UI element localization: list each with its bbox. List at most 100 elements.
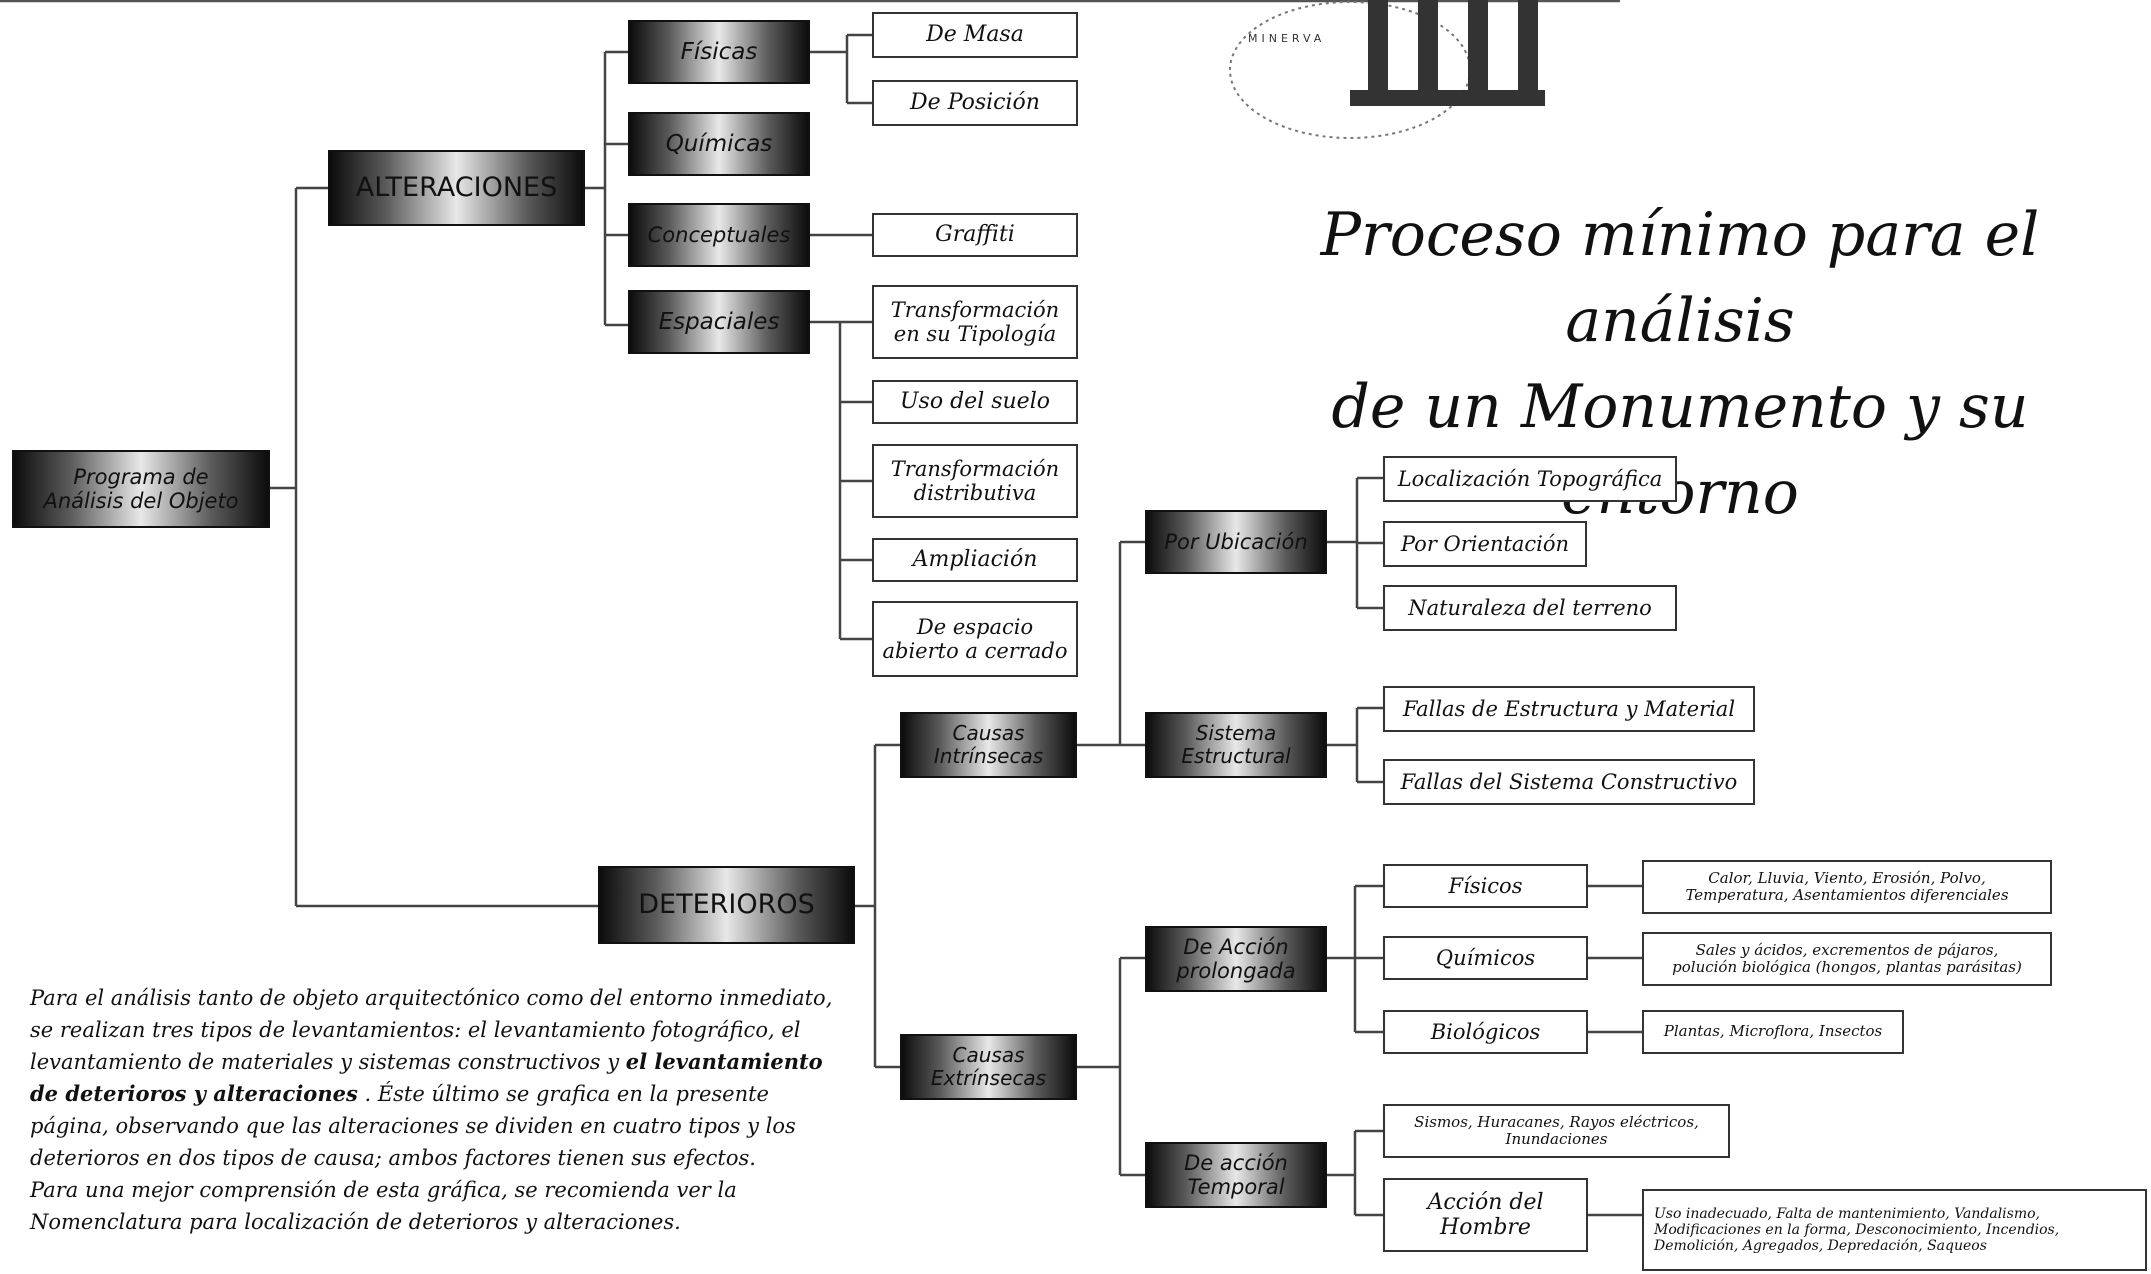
node-programa-analisis: Programa de Análisis del Objeto xyxy=(12,450,270,528)
node-label: ALTERACIONES xyxy=(355,172,558,204)
node-label: De acción xyxy=(1184,1150,1288,1175)
node-label: Causas xyxy=(952,1043,1025,1067)
node-transformacion-tipologia: Transformación en su Tipología xyxy=(872,285,1078,359)
node-label: Estructural xyxy=(1181,744,1291,768)
paragraph-line: Nomenclatura para localización de deteri… xyxy=(30,1210,681,1234)
node-quimicos: Químicos xyxy=(1383,936,1588,980)
node-graffiti: Graffiti xyxy=(872,213,1078,257)
node-label: Causas xyxy=(952,721,1025,745)
node-alteraciones: ALTERACIONES xyxy=(328,150,585,226)
node-label: Sismos, Huracanes, Rayos eléctricos, xyxy=(1414,1112,1699,1131)
diagram-title: Proceso mínimo para el análisis de un Mo… xyxy=(1215,192,2145,536)
node-label: Naturaleza del terreno xyxy=(1408,595,1652,620)
node-de-masa: De Masa xyxy=(872,12,1078,58)
node-label: en su Tipología xyxy=(893,322,1057,346)
node-ampliacion: Ampliación xyxy=(872,538,1078,582)
node-label: Inundaciones xyxy=(1505,1130,1608,1148)
node-deterioros: DETERIOROS xyxy=(598,866,855,944)
node-label: Acción del xyxy=(1427,1189,1544,1215)
node-label: Extrínsecas xyxy=(930,1066,1047,1090)
paragraph-line: Para el análisis tanto de objeto arquite… xyxy=(30,986,833,1010)
node-label: Químicos xyxy=(1435,945,1536,970)
node-biologicos: Biológicos xyxy=(1383,1010,1588,1054)
node-label: Programa de xyxy=(73,464,209,489)
node-biologicos-detalle: Plantas, Microflora, Insectos xyxy=(1642,1010,1904,1054)
node-sistema-estructural: Sistema Estructural xyxy=(1145,712,1327,778)
node-label: Biológicos xyxy=(1430,1019,1541,1044)
node-label: Físicos xyxy=(1448,873,1523,898)
node-label: abierto a cerrado xyxy=(882,639,1068,663)
paragraph-line: de deterioros y alteraciones . Éste últi… xyxy=(30,1078,850,1110)
node-fallas-estructura-material: Fallas de Estructura y Material xyxy=(1383,686,1755,732)
paragraph-bold: de deterioros y alteraciones xyxy=(30,1081,358,1106)
node-label: Hombre xyxy=(1440,1215,1531,1240)
node-quimicas: Químicas xyxy=(628,112,810,176)
node-accion-temporal: De acción Temporal xyxy=(1145,1142,1327,1208)
node-label: Intrínsecas xyxy=(933,744,1044,768)
node-label: Calor, Lluvia, Viento, Erosión, Polvo, xyxy=(1708,868,1986,887)
node-label: prolongada xyxy=(1176,959,1296,983)
node-label: Fallas de Estructura y Material xyxy=(1402,696,1736,721)
node-sismos: Sismos, Huracanes, Rayos eléctricos, Inu… xyxy=(1383,1104,1730,1158)
node-label: Sales y ácidos, excrementos de pájaros, xyxy=(1695,940,1999,959)
node-label: DETERIOROS xyxy=(638,889,815,921)
node-naturaleza-terreno: Naturaleza del terreno xyxy=(1383,585,1677,631)
node-fisicos-detalle: Calor, Lluvia, Viento, Erosión, Polvo, T… xyxy=(1642,860,2052,914)
node-label: Conceptuales xyxy=(647,222,791,247)
node-label: distributiva xyxy=(913,481,1037,505)
node-espacio-abierto-cerrado: De espacio abierto a cerrado xyxy=(872,601,1078,677)
node-label: Demolición, Agregados, Depredación, Saqu… xyxy=(1654,1238,1987,1255)
node-causas-intrinsecas: Causas Intrínsecas xyxy=(900,712,1077,778)
node-fisicos: Físicos xyxy=(1383,864,1588,908)
node-label: Graffiti xyxy=(935,222,1015,248)
node-por-ubicacion: Por Ubicación xyxy=(1145,510,1327,574)
description-paragraph: Para el análisis tanto de objeto arquite… xyxy=(30,982,850,1238)
node-accion-prolongada: De Acción prolongada xyxy=(1145,926,1327,992)
node-fallas-sistema-constructivo: Fallas del Sistema Constructivo xyxy=(1383,759,1755,805)
paragraph-line: se realizan tres tipos de levantamientos… xyxy=(30,1018,801,1042)
minerva-logo xyxy=(1229,0,1545,139)
node-label: Ampliación xyxy=(912,547,1038,573)
node-conceptuales: Conceptuales xyxy=(628,203,810,267)
node-label: Modificaciones en la forma, Desconocimie… xyxy=(1654,1221,2060,1238)
node-label: Plantas, Microflora, Insectos xyxy=(1663,1022,1883,1041)
paragraph-line: Para una mejor comprensión de esta gráfi… xyxy=(30,1178,737,1202)
node-label: Transformación xyxy=(890,456,1060,481)
node-de-posicion: De Posición xyxy=(872,80,1078,126)
node-uso-suelo: Uso del suelo xyxy=(872,380,1078,424)
title-line-1: Proceso mínimo para el análisis xyxy=(1320,200,2040,356)
node-label: Transformación xyxy=(890,297,1060,322)
paragraph-text: . Éste último se grafica en la presente xyxy=(357,1082,769,1106)
paragraph-line: levantamiento de materiales y sistemas c… xyxy=(30,1046,850,1078)
node-fisicas: Físicas xyxy=(628,20,810,84)
node-causas-extrinsecas: Causas Extrínsecas xyxy=(900,1034,1077,1100)
paragraph-text: levantamiento de materiales y sistemas c… xyxy=(30,1050,626,1074)
node-accion-hombre: Acción del Hombre xyxy=(1383,1178,1588,1252)
node-label: Por Ubicación xyxy=(1164,529,1308,554)
node-transformacion-distributiva: Transformación distributiva xyxy=(872,444,1078,518)
paragraph-bold: el levantamiento xyxy=(625,1049,823,1074)
paragraph-line: página, observando que las alteraciones … xyxy=(30,1114,796,1138)
node-label: Temperatura, Asentamientos diferenciales xyxy=(1685,886,2009,904)
node-label: Químicas xyxy=(665,130,773,157)
node-label: De Masa xyxy=(926,22,1024,48)
node-label: Análisis del Objeto xyxy=(43,489,239,513)
node-label: polución biológica (hongos, plantas pará… xyxy=(1672,958,2022,976)
logo-text: MINERVA xyxy=(1248,32,1326,45)
node-label: Sistema xyxy=(1195,721,1277,745)
paragraph-line: deterioros en dos tipos de causa; ambos … xyxy=(30,1146,756,1170)
node-label: De Posición xyxy=(910,90,1040,116)
node-label: De Acción xyxy=(1183,934,1289,959)
node-label: Espaciales xyxy=(658,308,780,335)
node-accion-hombre-detalle: Uso inadecuado, Falta de mantenimiento, … xyxy=(1642,1189,2147,1271)
node-espaciales: Espaciales xyxy=(628,290,810,354)
node-label: Uso del suelo xyxy=(900,389,1050,415)
node-localizacion-topografica: Localización Topográfica xyxy=(1383,456,1677,502)
node-label: Temporal xyxy=(1187,1175,1285,1199)
node-label: Localización Topográfica xyxy=(1397,466,1663,491)
node-label: Por Orientación xyxy=(1400,531,1570,556)
title-line-2: de un Monumento y su entorno xyxy=(1331,372,2029,528)
node-label: Uso inadecuado, Falta de mantenimiento, … xyxy=(1654,1205,2040,1222)
